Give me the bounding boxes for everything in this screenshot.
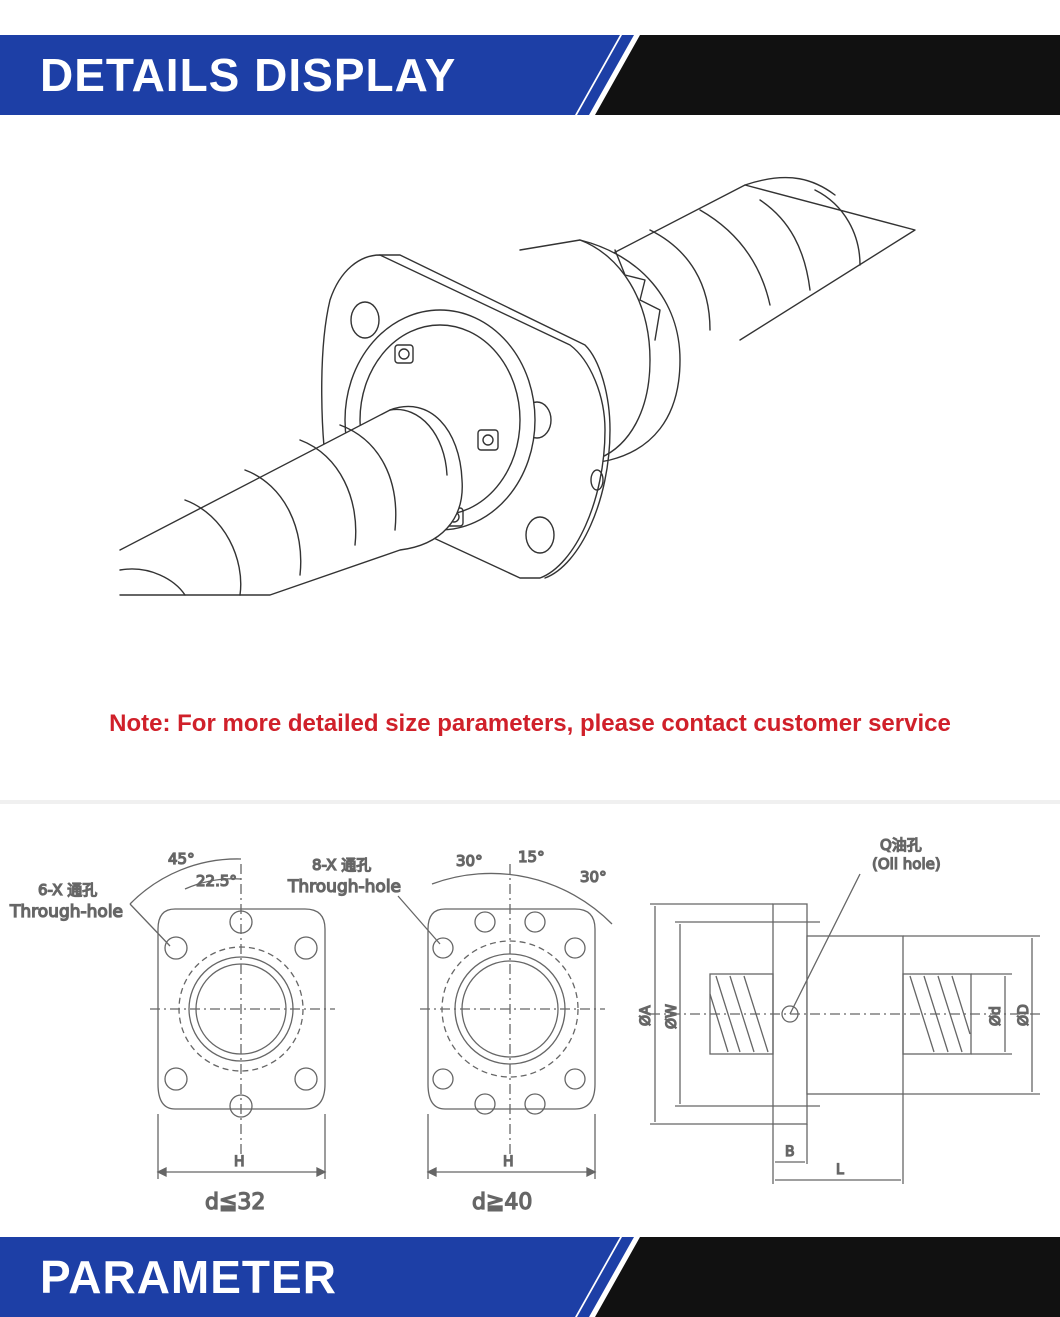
ball-screw-illustration: [119, 177, 916, 596]
left-angle-b: 22.5°: [196, 872, 237, 890]
mid-angle-c: 30°: [580, 868, 607, 886]
mid-width-label: H: [503, 1154, 514, 1170]
mid-caption: d≧40: [472, 1190, 532, 1215]
side-view-drawing: [650, 873, 1040, 1184]
parameter-banner: PARAMETER: [0, 1237, 1060, 1317]
mid-hole-label: 8-X 通孔: [312, 856, 371, 874]
mid-flange-drawing: [397, 864, 613, 1179]
banner-background: [0, 35, 1060, 115]
dim-a: ØA: [638, 1005, 654, 1026]
left-caption: d≦32: [205, 1190, 265, 1215]
dim-d: Ød: [988, 1006, 1004, 1026]
oil-hole-label: Q油孔: [880, 836, 922, 854]
mid-angle-b: 15°: [518, 848, 545, 866]
dim-outer-d: ØD: [1016, 1004, 1032, 1026]
banner-background: [0, 1237, 1060, 1317]
dim-l: L: [836, 1162, 844, 1178]
mid-hole-label-en: Through-hole: [287, 877, 401, 897]
technical-drawing-panel: 6-X 通孔 Through-hole 45° 22.5° H d≦32 8-X…: [0, 800, 1060, 1224]
left-hole-label: 6-X 通孔: [38, 881, 97, 899]
left-angle-a: 45°: [168, 850, 195, 868]
section-title-parameter: PARAMETER: [40, 1251, 337, 1303]
dim-w: ØW: [664, 1004, 680, 1029]
mid-angle-a: 30°: [456, 852, 483, 870]
oil-hole-label-en: (Oil hole): [872, 855, 941, 873]
details-display-banner: DETAILS DISPLAY: [0, 35, 1060, 115]
left-flange-drawing: [129, 858, 335, 1179]
dim-b: B: [785, 1144, 795, 1160]
section-title-details: DETAILS DISPLAY: [40, 49, 457, 101]
left-width-label: H: [234, 1154, 245, 1170]
contact-note: Note: For more detailed size parameters,…: [109, 710, 951, 737]
left-hole-label-en: Through-hole: [9, 902, 123, 922]
